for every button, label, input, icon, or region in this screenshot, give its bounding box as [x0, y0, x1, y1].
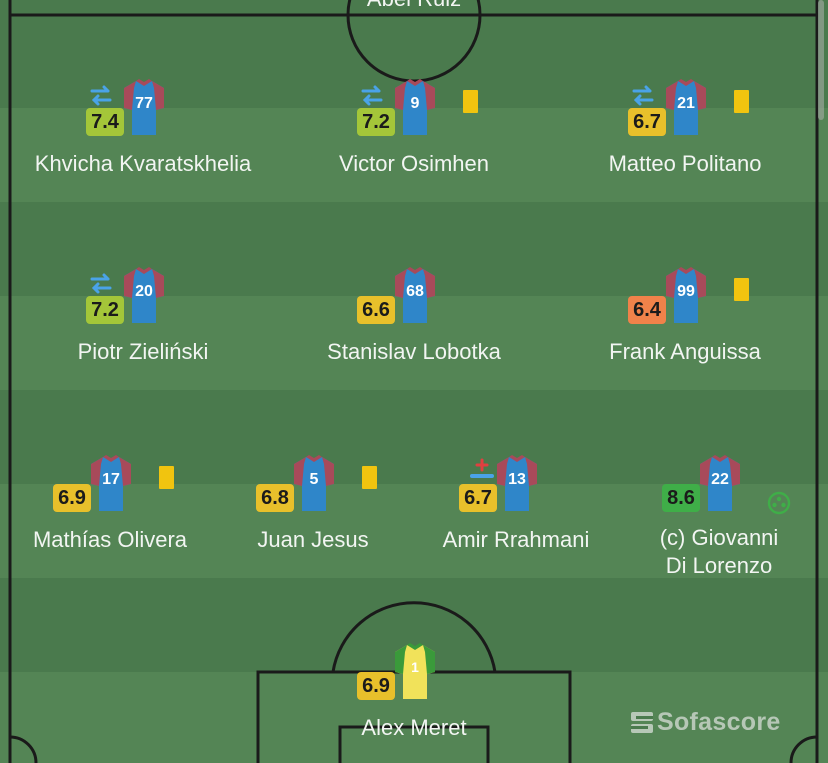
- player-name: Victor Osimhen: [339, 151, 489, 176]
- jersey-icon: 9: [393, 78, 437, 136]
- lineup-player[interactable]: 99 6.4 Frank Anguissa: [555, 266, 815, 386]
- player-rating: 6.9: [53, 484, 91, 512]
- goal-icon: [767, 491, 791, 515]
- lineup-player[interactable]: 68 6.6 Stanislav Lobotka: [284, 266, 544, 386]
- jersey-icon: 17: [89, 454, 133, 512]
- player-name: Mathías Olivera: [32, 527, 188, 552]
- lineup-player[interactable]: 13 6.7 Amir Rrahmani: [386, 454, 646, 574]
- lineup-player[interactable]: 77 7.4 Khvicha Kvaratskhelia: [13, 78, 273, 198]
- player-rating: 8.6: [662, 484, 700, 512]
- jersey-icon: 99: [664, 266, 708, 324]
- player-rating: 6.9: [357, 672, 395, 700]
- player-rating: 6.8: [256, 484, 294, 512]
- jersey-icon: 22: [698, 454, 742, 512]
- player-name: Juan Jesus: [257, 527, 369, 552]
- scrollbar[interactable]: [818, 0, 824, 120]
- jersey-number: 21: [677, 95, 695, 112]
- player-rating: 6.7: [459, 484, 497, 512]
- substitution-icon: [88, 270, 114, 296]
- substitution-icon: [359, 82, 385, 108]
- player-rating: 6.7: [628, 108, 666, 136]
- jersey-icon: 5: [292, 454, 336, 512]
- jersey-icon: 13: [495, 454, 539, 512]
- player-name: Matteo Politano: [608, 151, 762, 176]
- jersey-icon: 20: [122, 266, 166, 324]
- lineup-player[interactable]: 20 7.2 Piotr Zieliński: [13, 266, 273, 386]
- sofascore-logo-icon: [631, 712, 653, 733]
- lineup-player[interactable]: 5 6.8 Juan Jesus: [183, 454, 443, 574]
- player-rating: 7.4: [86, 108, 124, 136]
- jersey-number: 1: [411, 659, 419, 675]
- player-rating: 6.4: [628, 296, 666, 324]
- brand-watermark: Sofascore: [657, 708, 781, 736]
- player-name: Stanislav Lobotka: [327, 339, 501, 364]
- jersey-number: 68: [406, 283, 424, 300]
- player-rating: 7.2: [86, 296, 124, 324]
- substitution-icon: [630, 82, 656, 108]
- lineup-player[interactable]: 21 6.7 Matteo Politano: [555, 78, 815, 198]
- player-name: Khvicha Kvaratskhelia: [34, 151, 252, 176]
- jersey-number: 77: [135, 95, 153, 112]
- player-name: Amir Rrahmani: [442, 527, 590, 552]
- player-rating: 6.6: [357, 296, 395, 324]
- yellow-card-icon: [362, 466, 377, 489]
- jersey-icon: 77: [122, 78, 166, 136]
- jersey-number: 13: [508, 471, 526, 488]
- substitution-icon: [88, 82, 114, 108]
- player-name: (c) Giovanni Di Lorenzo: [659, 525, 779, 578]
- jersey-icon: 1: [393, 642, 437, 700]
- lineup-player[interactable]: 22 8.6 (c) Giovanni Di Lorenzo: [589, 454, 828, 578]
- opponent-player-name: Abel Ruiz: [314, 0, 514, 12]
- jersey-number: 5: [309, 471, 319, 488]
- jersey-icon: 68: [393, 266, 437, 324]
- player-rating: 7.2: [357, 108, 395, 136]
- jersey-number: 99: [677, 283, 695, 300]
- jersey-number: 9: [410, 95, 420, 112]
- yellow-card-icon: [159, 466, 174, 489]
- lineup-player[interactable]: 1 6.9 Alex Meret: [284, 642, 544, 762]
- jersey-icon: 21: [664, 78, 708, 136]
- player-name: Frank Anguissa: [609, 339, 761, 364]
- yellow-card-icon: [734, 278, 749, 301]
- jersey-number: 17: [102, 471, 120, 488]
- jersey-number: 20: [135, 283, 153, 300]
- lineup-player[interactable]: 9 7.2 Victor Osimhen: [284, 78, 544, 198]
- player-name: Piotr Zieliński: [77, 339, 209, 364]
- lineup-player[interactable]: 17 6.9 Mathías Olivera: [0, 454, 240, 574]
- injury-icon: [469, 456, 495, 482]
- yellow-card-icon: [463, 90, 478, 113]
- yellow-card-icon: [734, 90, 749, 113]
- player-name: Alex Meret: [361, 715, 467, 740]
- jersey-number: 22: [711, 471, 729, 488]
